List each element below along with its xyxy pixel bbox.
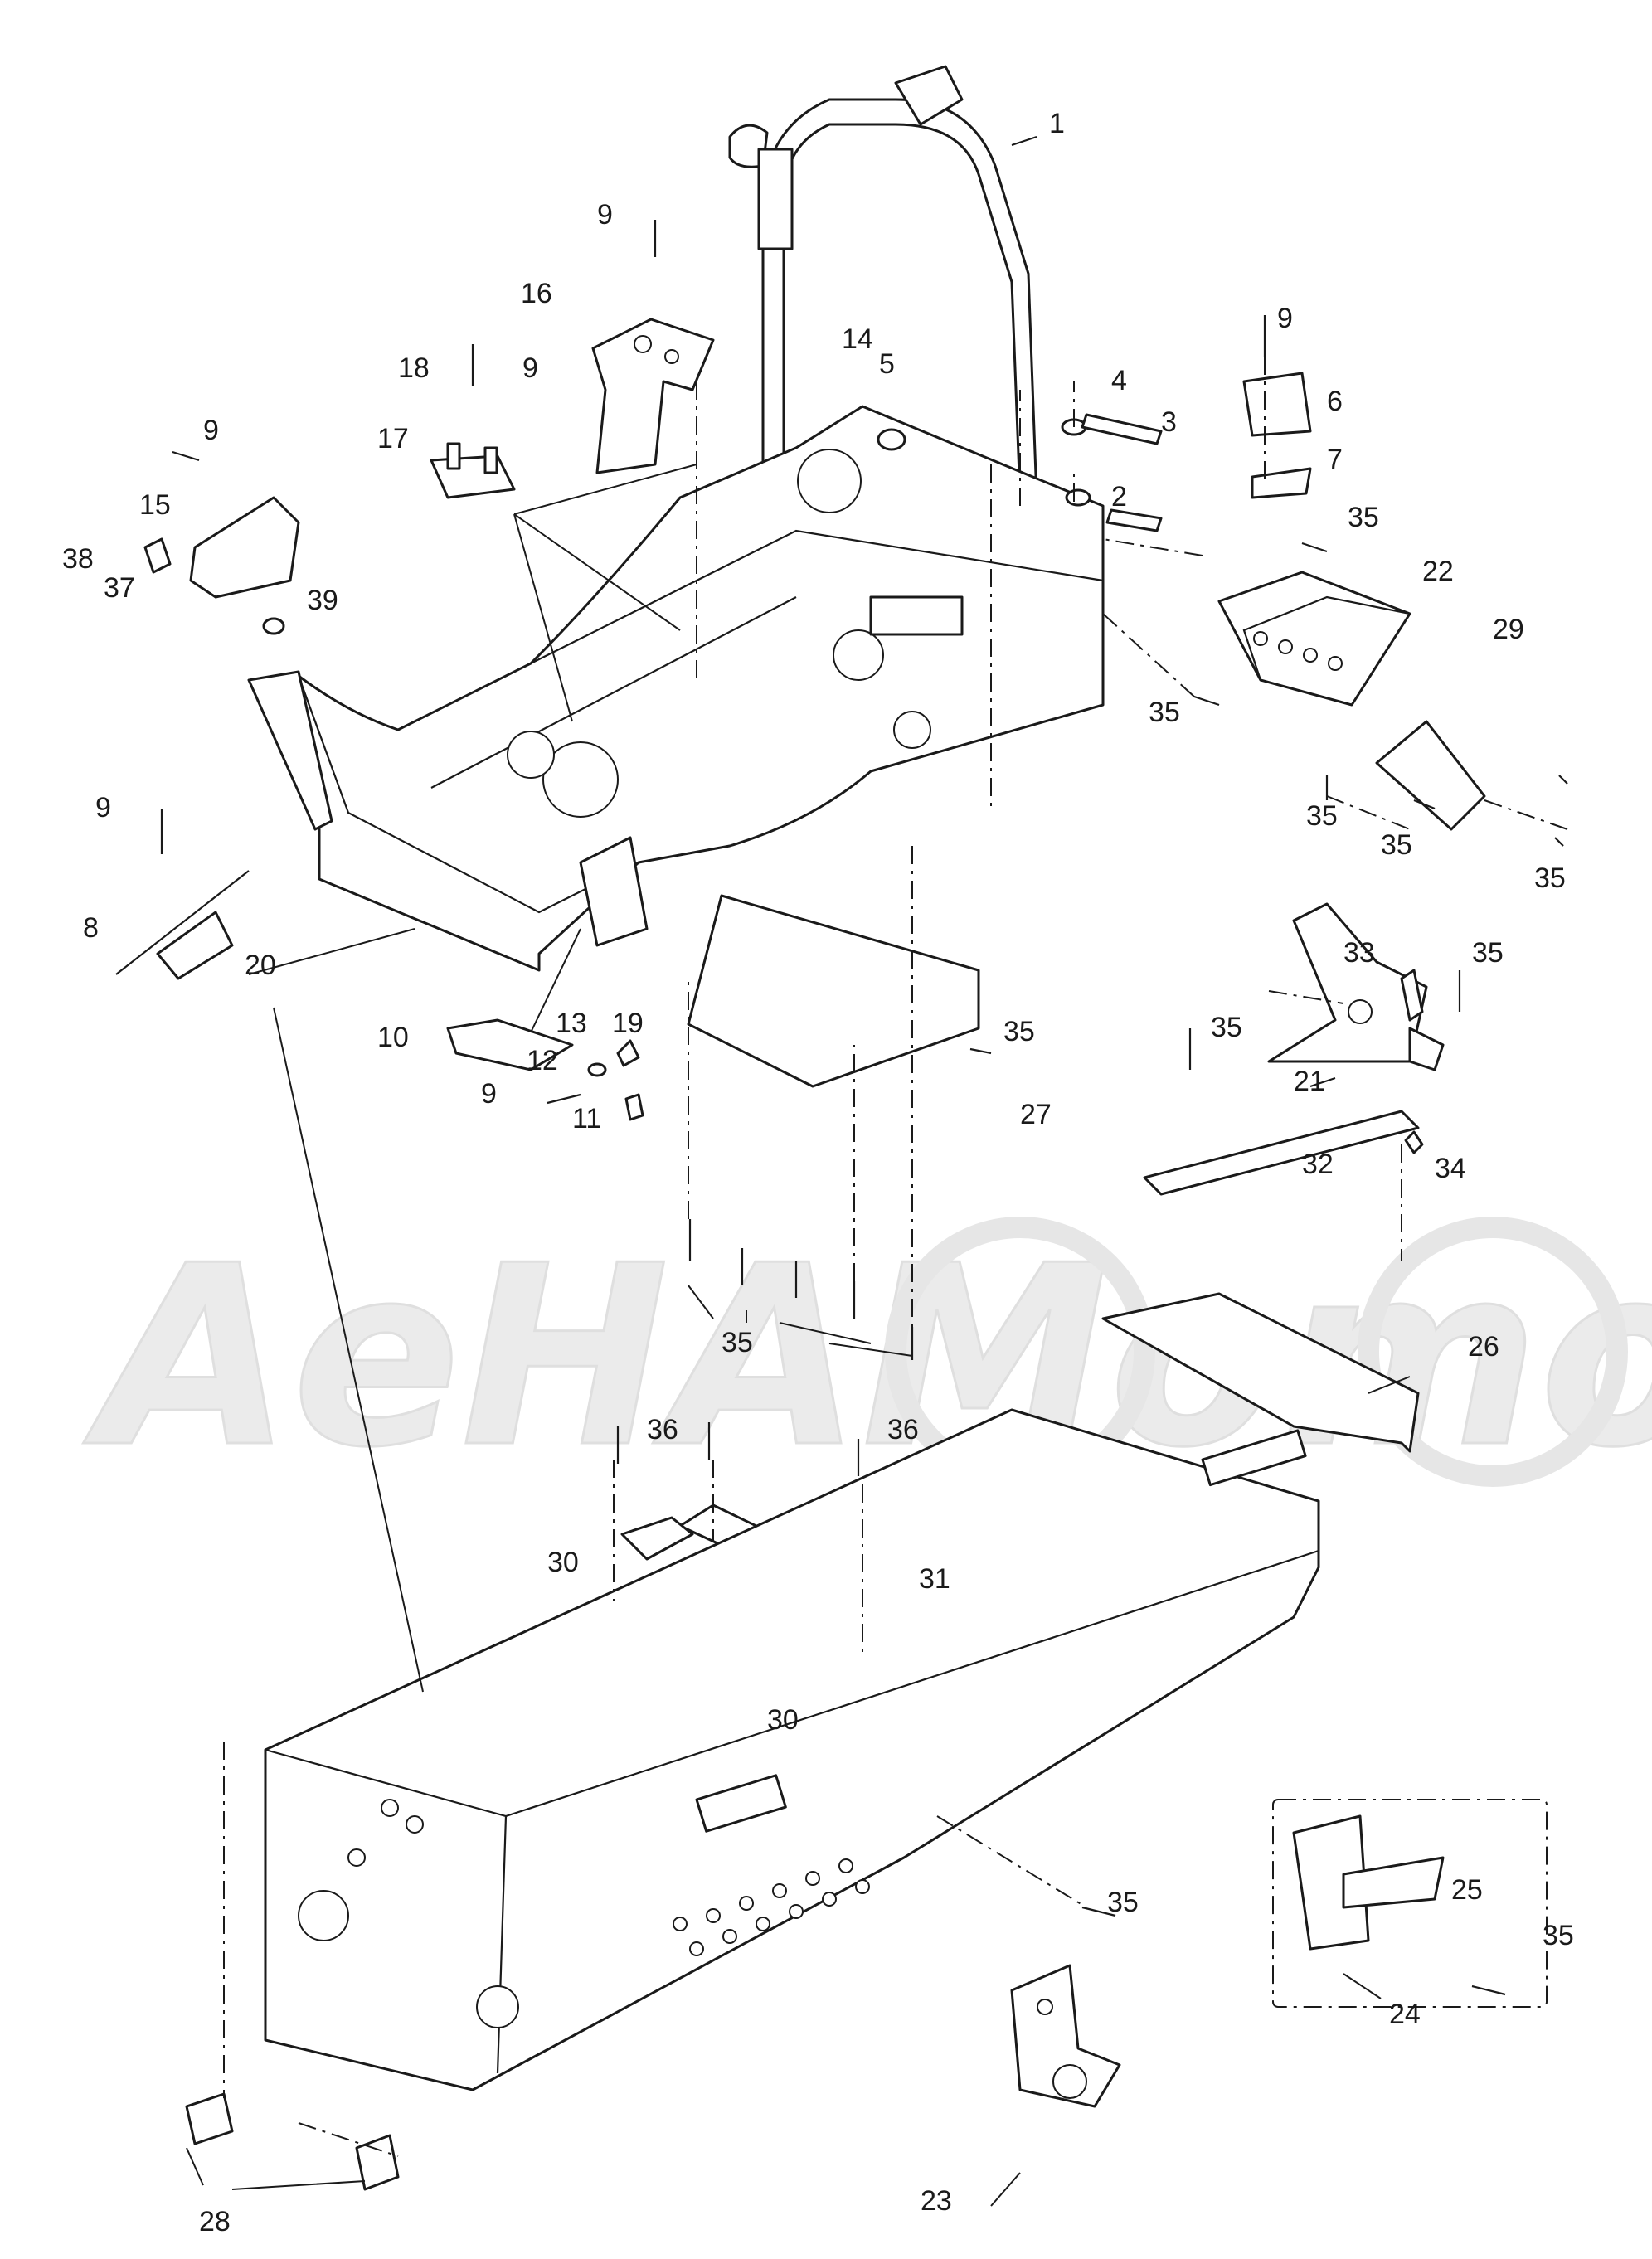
callout-9a: 9 xyxy=(597,199,613,231)
callout-3: 3 xyxy=(1161,406,1177,438)
callout-9b: 9 xyxy=(522,352,538,384)
callout-8: 8 xyxy=(83,912,99,944)
callout-35b: 35 xyxy=(1149,697,1180,728)
callout-15: 15 xyxy=(139,489,171,521)
callout-25: 25 xyxy=(1451,1874,1483,1906)
callout-35d: 35 xyxy=(1381,829,1412,861)
callout-38: 38 xyxy=(62,543,94,575)
callout-9e: 9 xyxy=(95,792,111,823)
callout-28: 28 xyxy=(199,2206,231,2237)
callout-1: 1 xyxy=(1049,108,1065,139)
callout-9d: 9 xyxy=(1277,303,1293,334)
callout-35e: 35 xyxy=(1534,862,1566,894)
callout-16: 16 xyxy=(521,278,552,309)
callout-27: 27 xyxy=(1020,1099,1052,1130)
callout-35a: 35 xyxy=(1348,502,1379,533)
part-26-plate xyxy=(1101,1292,1420,1453)
callout-35g: 35 xyxy=(1211,1012,1242,1043)
part-21-bracket xyxy=(1267,902,1445,1071)
callout-26: 26 xyxy=(1468,1331,1499,1363)
part-29 xyxy=(1375,720,1486,831)
callout-35h: 35 xyxy=(1003,1016,1035,1047)
callout-39: 39 xyxy=(307,585,338,616)
part-23-rear-bracket xyxy=(1010,1964,1121,2108)
callout-9f: 9 xyxy=(481,1078,497,1110)
part-27-deflector xyxy=(687,894,980,1088)
rear-loop-handle xyxy=(728,65,1038,499)
part-23-tunnel xyxy=(264,1408,1320,2091)
callout-36b: 36 xyxy=(887,1414,919,1445)
callout-30a: 30 xyxy=(547,1547,579,1578)
part-15-plate xyxy=(189,496,300,599)
callout-11: 11 xyxy=(572,1103,601,1134)
callout-17: 17 xyxy=(377,423,409,454)
callout-35f: 35 xyxy=(1472,937,1504,969)
callout-35k: 35 xyxy=(1543,1920,1574,1951)
detail-inset xyxy=(1272,1799,1548,2008)
tunnel-perforations xyxy=(673,1858,870,1956)
leader-lines xyxy=(186,136,1411,2207)
callout-32: 32 xyxy=(1302,1149,1334,1180)
callout-35i: 35 xyxy=(722,1327,753,1358)
callout-35j: 35 xyxy=(1107,1887,1139,1918)
callout-20: 20 xyxy=(245,950,276,981)
alignment-lines xyxy=(223,357,1568,2157)
callout-9c: 9 xyxy=(203,415,219,446)
callout-22: 22 xyxy=(1422,556,1454,587)
callout-33: 33 xyxy=(1343,937,1375,969)
callout-31: 31 xyxy=(919,1563,950,1595)
part-22-rear-plate xyxy=(1217,571,1411,707)
callout-10: 10 xyxy=(377,1022,409,1053)
part-28-plate-b xyxy=(355,2134,400,2191)
part-30-block-a xyxy=(620,1516,694,1561)
callout-34: 34 xyxy=(1435,1153,1466,1184)
callout-24: 24 xyxy=(1389,1999,1421,2030)
callout-12: 12 xyxy=(527,1045,558,1076)
part-16-bracket xyxy=(591,318,715,474)
callout-29: 29 xyxy=(1493,614,1524,645)
part-28-plate-a xyxy=(185,2092,234,2145)
svg-text:AeHAMomo: AeHAMomo xyxy=(80,1212,1652,1502)
part-20-front-frame xyxy=(247,405,1105,972)
callout-35c: 35 xyxy=(1306,800,1338,832)
callout-14: 14 xyxy=(842,323,873,355)
part-17-stud-plate xyxy=(430,442,516,499)
callout-13: 13 xyxy=(556,1008,587,1039)
callout-4: 4 xyxy=(1111,365,1127,396)
callout-5: 5 xyxy=(879,348,895,380)
callout-labels: 1 2 3 4 5 6 7 8 9 9 9 9 9 9 10 11 12 13 … xyxy=(62,108,1574,2237)
part-10-hinge xyxy=(446,1018,574,1071)
callout-18: 18 xyxy=(398,352,430,384)
callout-7: 7 xyxy=(1327,444,1343,475)
fastener-pins xyxy=(160,220,1568,1996)
callout-2: 2 xyxy=(1111,481,1127,513)
callout-37: 37 xyxy=(104,572,135,604)
callout-23: 23 xyxy=(921,2185,952,2217)
callout-30b: 30 xyxy=(767,1704,799,1736)
callout-19: 19 xyxy=(612,1008,644,1039)
small-hardware xyxy=(115,372,1424,1154)
watermark: AeHAMomo xyxy=(79,1212,1652,1504)
callout-36a: 36 xyxy=(647,1414,678,1445)
part-32-bar xyxy=(1143,1110,1420,1196)
callout-6: 6 xyxy=(1327,386,1343,417)
callout-21: 21 xyxy=(1294,1066,1325,1097)
